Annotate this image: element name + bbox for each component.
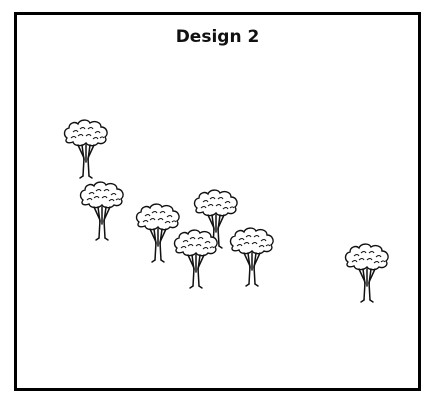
design-panel: Design 2	[14, 12, 421, 391]
tree-icon	[171, 228, 221, 290]
tree-icon	[342, 242, 392, 304]
tree-icon	[77, 180, 127, 242]
tree-icon	[227, 226, 277, 288]
design-title: Design 2	[175, 27, 260, 47]
tree-icon	[61, 118, 111, 180]
